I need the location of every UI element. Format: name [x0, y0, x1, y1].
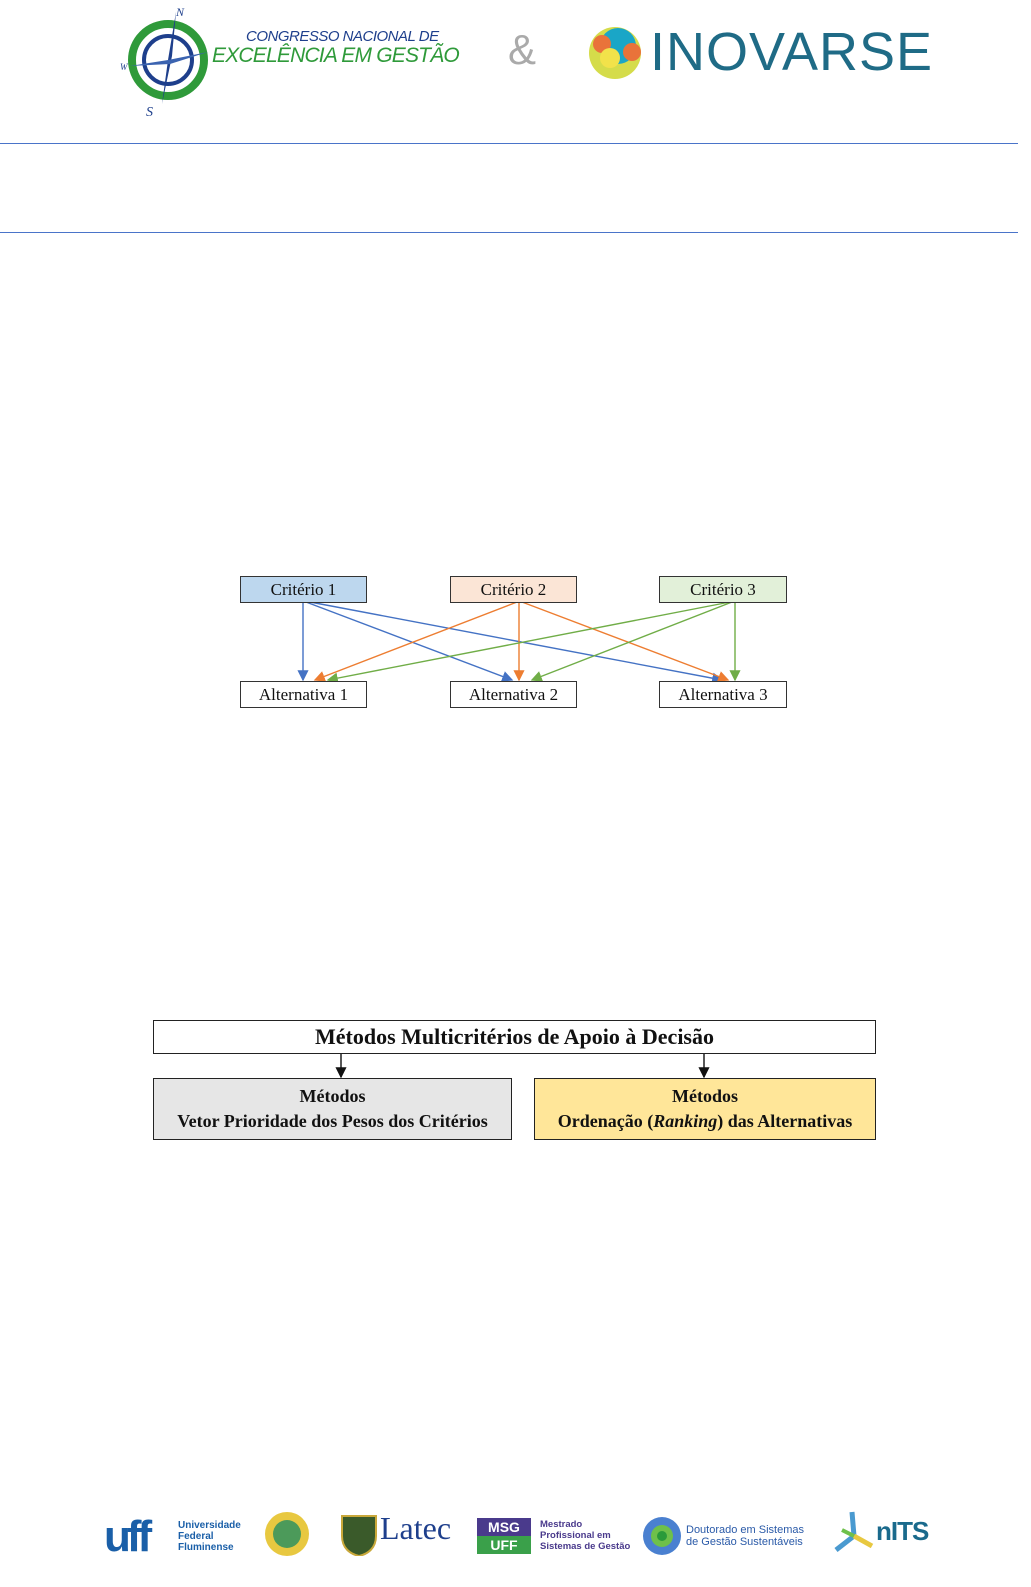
uff-logo: uff: [104, 1512, 152, 1561]
arrow-c1-a3: [309, 601, 724, 684]
criterion-box-1: Critério 1: [240, 576, 367, 603]
nits-logo-icon: [834, 1511, 874, 1552]
doutorado-logo-icon: [643, 1517, 681, 1555]
header-rule-bottom: [0, 232, 1018, 233]
msg-text-1: Mestrado: [540, 1519, 583, 1530]
compass-logo-icon: N S W: [120, 5, 208, 119]
alternative-box-3: Alternativa 3: [659, 681, 787, 708]
msg-logo: MSG UFF: [477, 1518, 531, 1554]
inovarse-globe-icon: [589, 27, 641, 79]
msg-logo-bottom: UFF: [477, 1536, 531, 1554]
ranking-text-italic: Ranking: [653, 1111, 718, 1131]
ranking-text-b: ) das Alternativas: [717, 1111, 853, 1131]
alternative-box-1: Alternativa 1: [240, 681, 367, 708]
weights-line1: Métodos: [299, 1086, 366, 1106]
latec-shield-icon: [341, 1515, 377, 1556]
msg-logo-top: MSG: [477, 1518, 531, 1536]
doutorado-text: Doutorado em Sistemas de Gestão Sustentá…: [686, 1524, 804, 1548]
doutorado-text-1: Doutorado em Sistemas: [686, 1524, 804, 1536]
seal-logo-icon: [265, 1512, 309, 1556]
uff-text-1: Universidade: [178, 1520, 241, 1531]
criterion-box-3: Critério 3: [659, 576, 787, 603]
nits-logo: nITS: [876, 1516, 929, 1546]
logo-left-line2: EXCELÊNCIA EM GESTÃO: [212, 44, 460, 67]
uff-text-2: Federal: [178, 1531, 214, 1542]
compass-s: S: [146, 105, 153, 119]
ranking-text-a: Ordenação (: [557, 1111, 654, 1131]
logo-left-line1: CONGRESSO NACIONAL DE: [246, 28, 439, 45]
arrow-c2-a1: [313, 601, 518, 682]
ranking-line1: Métodos: [672, 1086, 738, 1106]
compass-n: N: [175, 5, 185, 19]
msg-text-3: Sistemas de Gestão: [540, 1541, 631, 1552]
arrow-c3-a1: [326, 601, 731, 684]
ampersand: &: [508, 26, 537, 73]
header-rule-top: [0, 143, 1018, 144]
methods-arrows: [335, 1053, 710, 1079]
arrow-c3-a2: [530, 601, 733, 682]
arrow-c1-a2: [305, 601, 514, 682]
msg-text-2: Profissional em: [540, 1530, 611, 1541]
ranking-methods-box: Métodos Ordenação (Ranking) das Alternat…: [534, 1078, 876, 1140]
arrow-c2-a3: [521, 601, 730, 682]
doutorado-text-2: de Gestão Sustentáveis: [686, 1536, 803, 1548]
criterion-box-2: Critério 2: [450, 576, 577, 603]
criteria-arrows: [297, 601, 741, 684]
uff-text-3: Fluminense: [178, 1542, 234, 1553]
latec-logo: Latec: [380, 1510, 452, 1546]
weights-methods-box: Métodos Vetor Prioridade dos Pesos dos C…: [153, 1078, 512, 1140]
compass-w: W: [120, 62, 129, 72]
msg-text: Mestrado Profissional em Sistemas de Ges…: [540, 1519, 630, 1552]
alternative-box-2: Alternativa 2: [450, 681, 577, 708]
uff-text: Universidade Federal Fluminense: [178, 1520, 241, 1553]
weights-line2: Vetor Prioridade dos Pesos dos Critérios: [177, 1111, 488, 1131]
ranking-line2: Ordenação (Ranking) das Alternativas: [558, 1109, 853, 1134]
logo-right: INOVARSE: [650, 22, 934, 82]
methods-title-box: Métodos Multicritérios de Apoio à Decisã…: [153, 1020, 876, 1054]
